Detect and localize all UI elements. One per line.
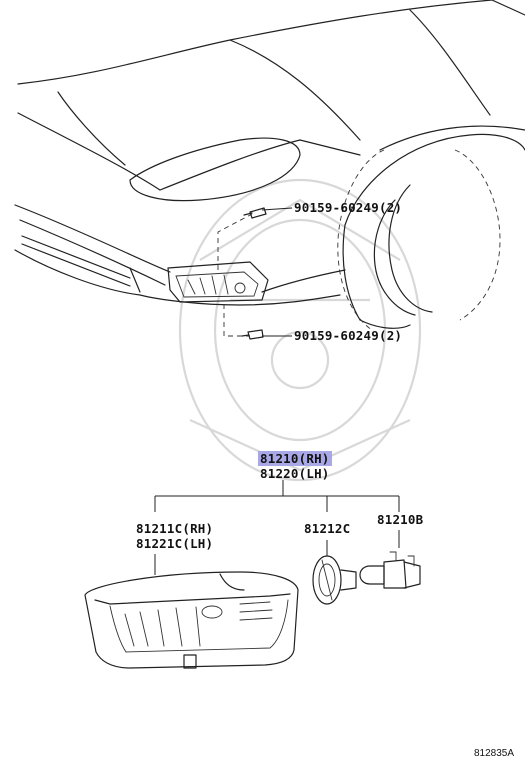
lower-bolt-label: 90159-60249(2) xyxy=(294,328,403,343)
lens-rh-label: 81211C(RH) xyxy=(136,521,214,536)
bulb-icon xyxy=(359,551,421,589)
bulb-label: 81210B xyxy=(377,512,424,527)
watermark-emblem xyxy=(178,178,422,482)
socket-icon xyxy=(312,555,357,605)
assembly-lh-label: 81220(LH) xyxy=(260,466,330,481)
bolt-icon xyxy=(241,329,264,340)
assembly-rh-highlight[interactable]: 81210(RH) xyxy=(258,451,332,466)
diagram-id: 812835A xyxy=(474,748,515,759)
upper-bolt-label: 90159-60249(2) xyxy=(294,200,403,215)
fog-lamp-lens-illustration xyxy=(84,571,299,669)
assembly-rh-label[interactable]: 81210(RH) xyxy=(258,451,332,466)
socket-label: 81212C xyxy=(304,521,351,536)
bolt-icon xyxy=(243,207,267,219)
fog-lamp-installed-illustration xyxy=(167,213,269,337)
lens-lh-label: 81221C(LH) xyxy=(136,536,214,551)
car-front-outline-illustration xyxy=(14,0,525,331)
